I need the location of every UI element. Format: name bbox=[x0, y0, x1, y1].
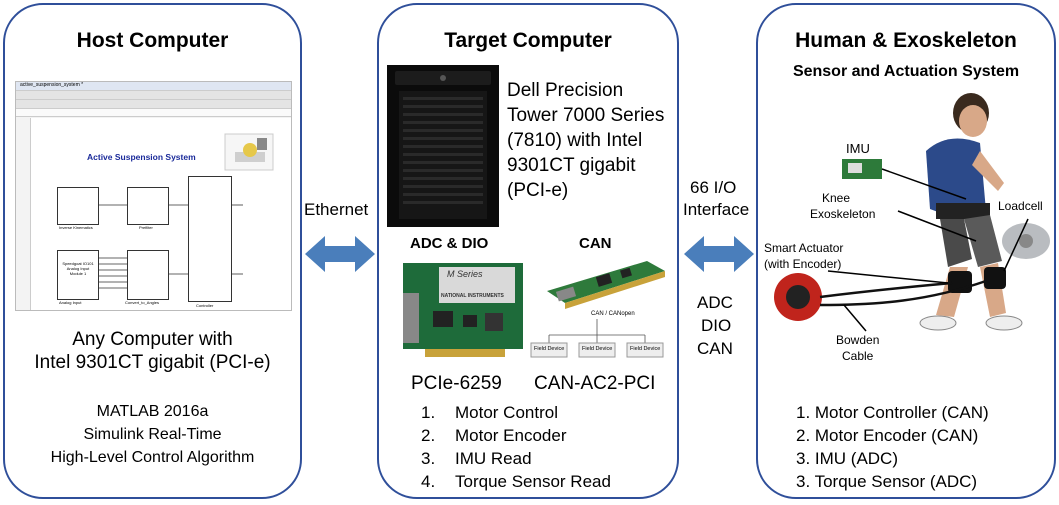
label-bowden-line2: Cable bbox=[842, 349, 874, 363]
component-item: 2. Motor Encoder (CAN) bbox=[796, 426, 979, 445]
label-actuator-line1: Smart Actuator bbox=[764, 241, 844, 255]
software-matlab: MATLAB 2016a bbox=[96, 403, 209, 420]
label-inverse-kinematics: Inverse Kinematics bbox=[59, 225, 93, 230]
component-item: 3. Torque Sensor (ADC) bbox=[796, 472, 978, 491]
block-inverse-kinematics[interactable] bbox=[57, 187, 99, 225]
human-exoskeleton-panel: Human & Exoskeleton Sensor and Actuation… bbox=[756, 3, 1056, 499]
task-item: 4.Torque Sensor Read bbox=[421, 472, 611, 491]
block-controller[interactable] bbox=[188, 176, 232, 302]
software-algorithm: High-Level Control Algorithm bbox=[50, 449, 255, 466]
analog-block-text: Speedgoat IO101 Analog Input Module 1 bbox=[62, 261, 94, 276]
block-convert-to-angles[interactable] bbox=[127, 250, 169, 300]
simulink-window-title: active_suspension_system * bbox=[20, 82, 84, 88]
io-label-line2: Interface bbox=[683, 200, 750, 219]
label-loadcell: Loadcell bbox=[998, 199, 1043, 213]
simulink-canvas: Active Suspension System Inverse Kinemat… bbox=[30, 118, 291, 310]
human-title: Human & Exoskeleton bbox=[795, 29, 1017, 52]
card1-heading: ADC & DIO bbox=[410, 235, 489, 252]
signal-dio: DIO bbox=[701, 316, 732, 335]
can-bus-label: CAN / CANopen bbox=[591, 311, 635, 317]
human-subtitle: Sensor and Actuation System bbox=[792, 63, 1020, 80]
host-computer-panel: Host Computer active_suspension_system *… bbox=[3, 3, 302, 499]
human-exoskeleton-illustration bbox=[774, 93, 1050, 332]
pc-desc-line3: (7810) with Intel bbox=[507, 130, 643, 151]
suspension-model-image bbox=[224, 133, 274, 171]
signal-can: CAN bbox=[697, 339, 733, 358]
label-bowden-line1: Bowden bbox=[836, 333, 880, 347]
label-controller: Controller bbox=[196, 303, 214, 308]
pc-desc-line5: (PCI-e) bbox=[507, 180, 569, 201]
pcie-6259-card-image bbox=[403, 263, 523, 357]
io-double-arrow-icon bbox=[684, 236, 754, 272]
pc-desc-line4: 9301CT gigabit bbox=[507, 155, 636, 176]
target-task-list: 1.Motor Control 2.Motor Encoder 3.IMU Re… bbox=[421, 401, 611, 493]
can-ac2-pci-card-image bbox=[547, 261, 665, 309]
label-prefilter: Prefilter bbox=[139, 225, 153, 230]
signal-lines bbox=[98, 204, 243, 289]
component-item: 1. Motor Controller (CAN) bbox=[796, 403, 989, 422]
dell-tower-image bbox=[387, 65, 499, 227]
block-analog-input[interactable]: Speedgoat IO101 Analog Input Module 1 bbox=[57, 250, 99, 300]
label-convert-to-angles: Convert_to_Angles bbox=[125, 300, 160, 305]
card1-brand: M Series bbox=[447, 269, 483, 279]
field-device-1: Field Device bbox=[534, 346, 565, 352]
label-actuator-line2: (with Encoder) bbox=[764, 257, 842, 271]
host-title: Host Computer bbox=[76, 29, 229, 52]
simulink-screenshot: active_suspension_system * Active Suspen… bbox=[15, 81, 292, 311]
host-caption-line1: Any Computer with bbox=[72, 329, 233, 350]
label-analog-input: Analog Input bbox=[59, 300, 82, 305]
task-item: 2.Motor Encoder bbox=[421, 426, 567, 445]
card2-name: CAN-AC2-PCI bbox=[534, 373, 656, 394]
card2-heading: CAN bbox=[579, 235, 612, 252]
ethernet-label: Ethernet bbox=[304, 200, 369, 219]
label-knee-line2: Exoskeleton bbox=[810, 207, 876, 221]
pc-desc-line2: Tower 7000 Series bbox=[507, 105, 665, 126]
target-title: Target Computer bbox=[444, 29, 612, 52]
pc-desc-line1: Dell Precision bbox=[507, 80, 624, 101]
task-item: 3.IMU Read bbox=[421, 449, 532, 468]
can-bus-diagram bbox=[530, 319, 664, 358]
field-device-3: Field Device bbox=[630, 346, 661, 352]
diagram-title: Active Suspension System bbox=[87, 152, 196, 162]
signal-adc: ADC bbox=[697, 293, 733, 312]
human-component-list: 1. Motor Controller (CAN) 2. Motor Encod… bbox=[796, 401, 989, 493]
card1-name: PCIe-6259 bbox=[411, 373, 502, 394]
block-prefilter[interactable] bbox=[127, 187, 169, 225]
component-item: 3. IMU (ADC) bbox=[796, 449, 898, 468]
task-item: 1.Motor Control bbox=[421, 403, 558, 422]
field-device-2: Field Device bbox=[582, 346, 613, 352]
label-knee-line1: Knee bbox=[822, 191, 851, 205]
software-simulink: Simulink Real-Time bbox=[83, 426, 222, 443]
card1-maker: NATIONAL INSTRUMENTS bbox=[441, 293, 504, 299]
label-imu: IMU bbox=[846, 141, 870, 156]
target-computer-panel: Target Computer Dell Precision Tower 700… bbox=[377, 3, 679, 499]
ethernet-double-arrow-icon bbox=[305, 236, 375, 272]
host-caption-line2: Intel 9301CT gigabit (PCI-e) bbox=[34, 352, 271, 373]
io-label-line1: 66 I/O bbox=[690, 178, 737, 197]
